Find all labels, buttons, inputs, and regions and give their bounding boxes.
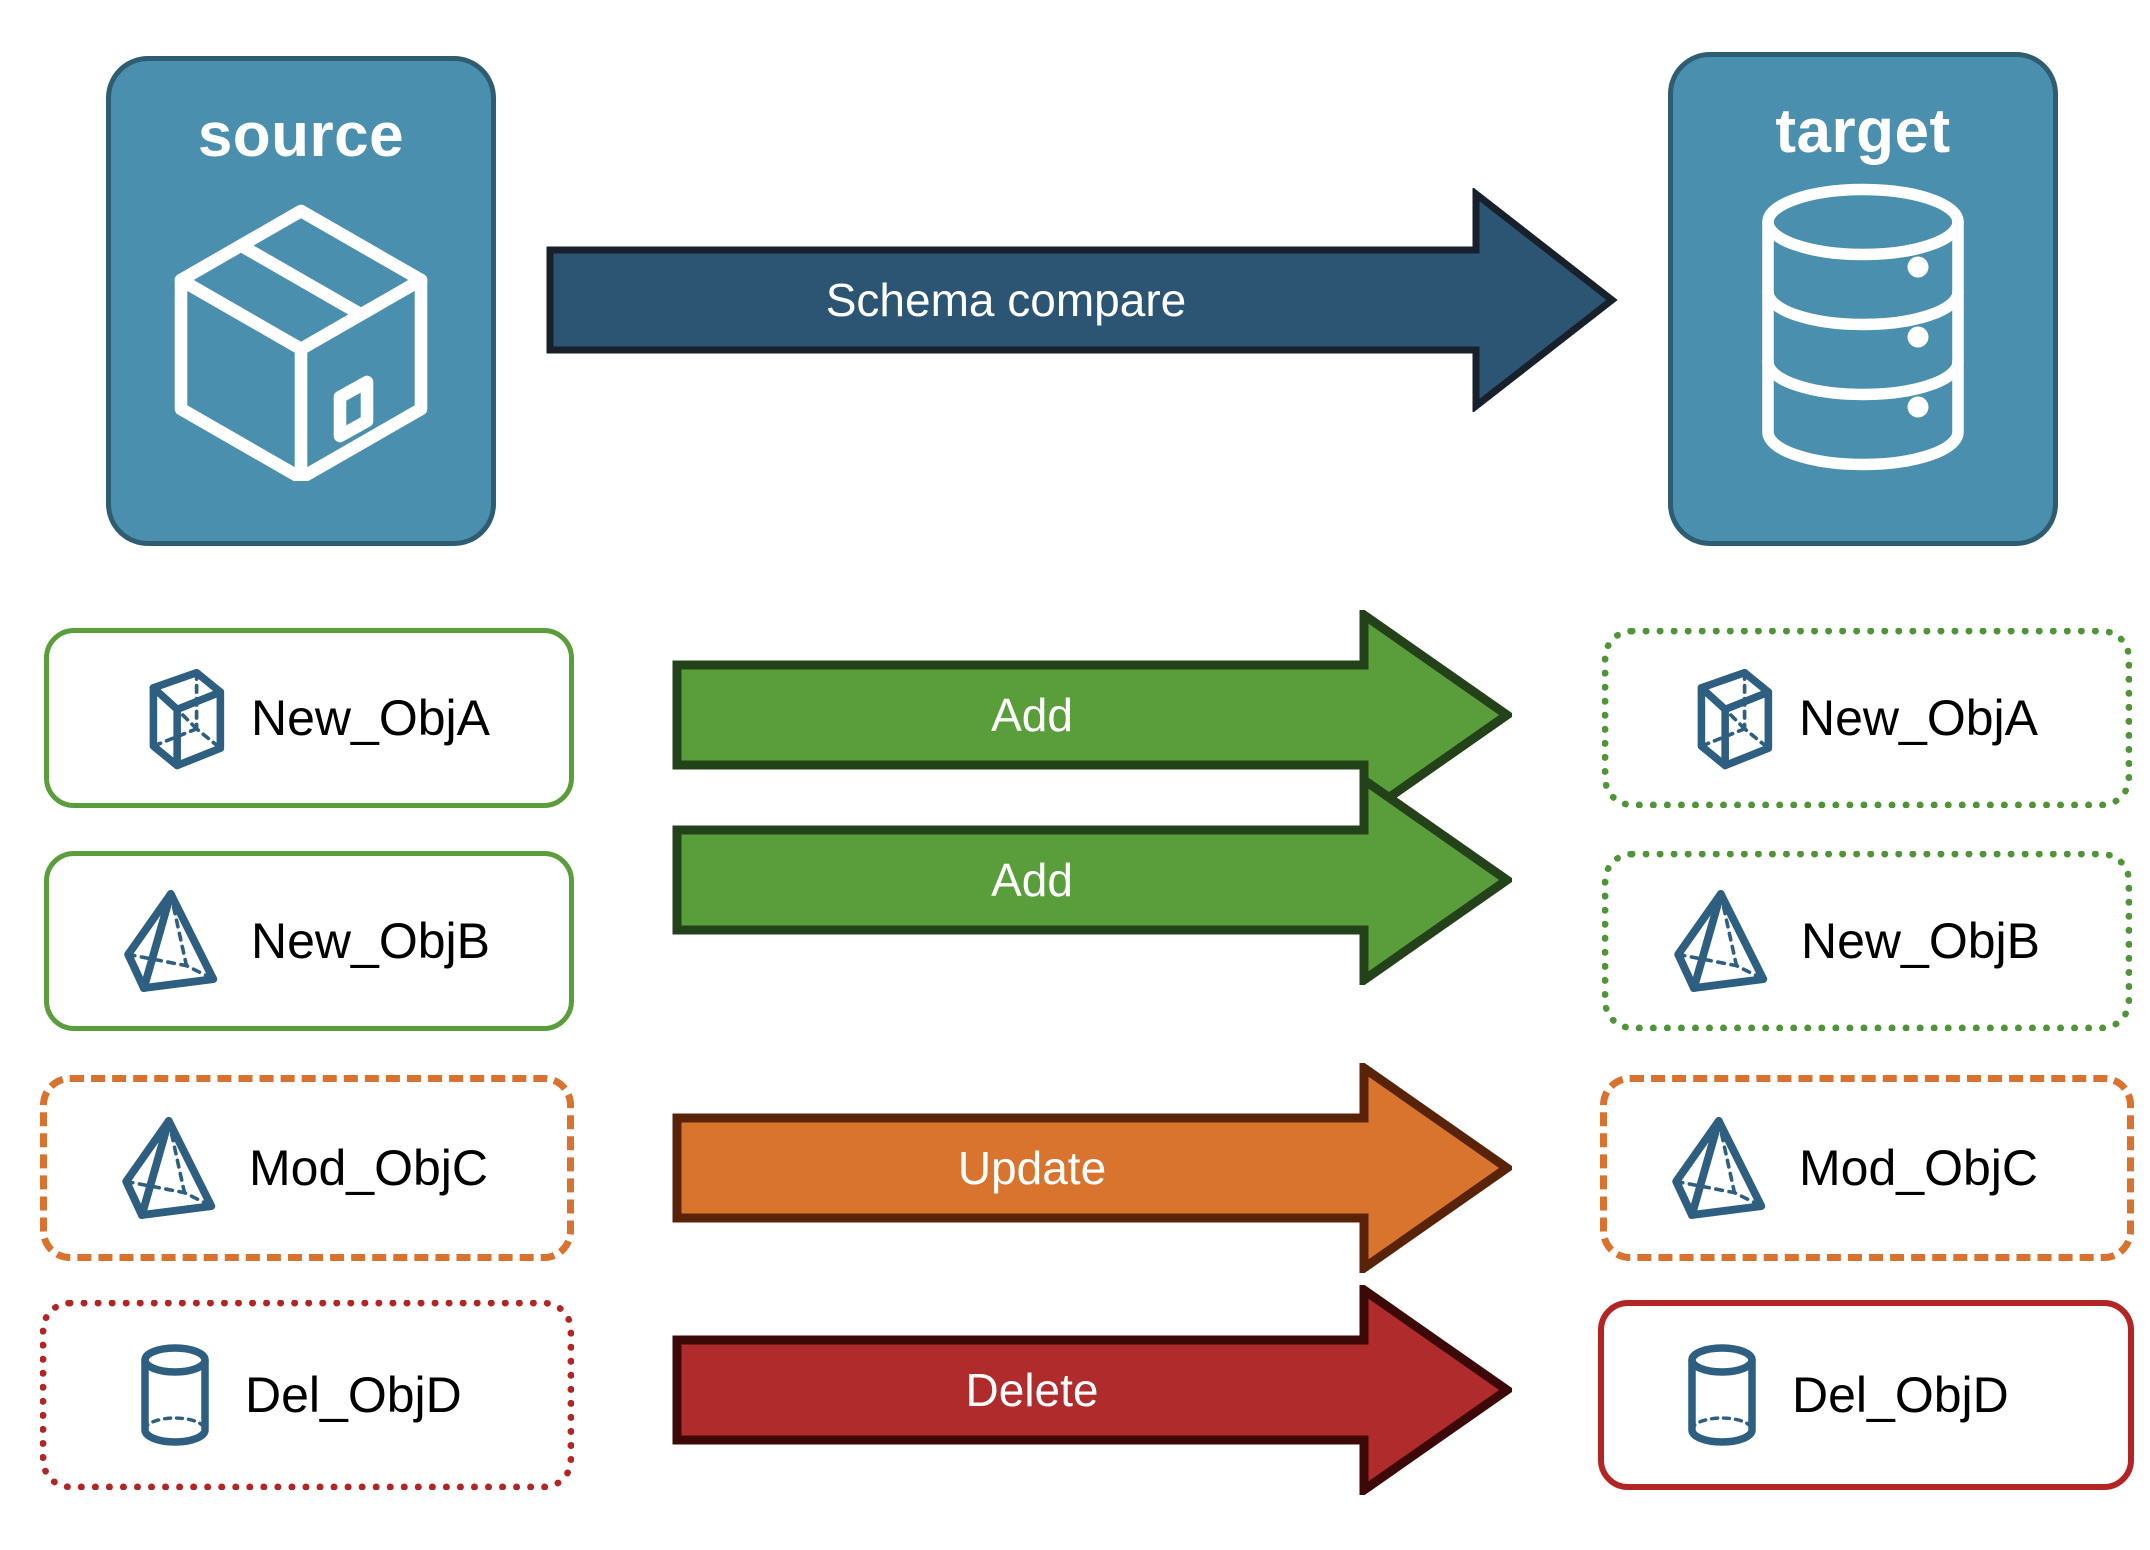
row-action-label: Add xyxy=(991,689,1073,741)
schema-compare-arrow-label: Schema compare xyxy=(825,274,1187,326)
source-object-label: Mod_ObjC xyxy=(249,1140,488,1196)
source-panel: source xyxy=(106,56,496,546)
wireframe-cylinder-icon xyxy=(1674,1340,1770,1450)
package-box-icon xyxy=(151,181,451,486)
source-object-box[interactable]: Del_ObjD xyxy=(40,1300,574,1490)
wireframe-pyramid-icon xyxy=(1665,1112,1777,1224)
target-object-label: Mod_ObjC xyxy=(1799,1140,2038,1196)
source-panel-label: source xyxy=(197,101,405,170)
row-action-arrow: Add xyxy=(672,606,1515,824)
target-object-label: Del_ObjD xyxy=(1792,1367,2009,1423)
target-object-box[interactable]: Del_ObjD xyxy=(1598,1300,2134,1490)
row-action-arrow: Add xyxy=(672,771,1515,989)
database-cylinder-icon xyxy=(1738,177,1988,482)
row-action-label: Delete xyxy=(965,1364,1099,1416)
source-object-box[interactable]: New_ObjA xyxy=(44,628,574,808)
wireframe-pyramid-icon xyxy=(117,885,229,997)
row-action-label: Update xyxy=(957,1142,1107,1194)
wireframe-cube-icon xyxy=(121,664,229,772)
wireframe-pyramid-icon xyxy=(115,1112,227,1224)
source-object-box[interactable]: New_ObjB xyxy=(44,851,574,1031)
target-panel: target xyxy=(1668,52,2058,546)
source-object-label: New_ObjB xyxy=(251,913,490,969)
wireframe-cube-icon xyxy=(1669,664,1777,772)
wireframe-cylinder-icon xyxy=(127,1340,223,1450)
schema-compare-arrow: Schema compare xyxy=(546,186,1618,414)
source-object-box[interactable]: Mod_ObjC xyxy=(40,1075,574,1261)
source-object-label: New_ObjA xyxy=(251,690,490,746)
target-object-box[interactable]: Mod_ObjC xyxy=(1600,1075,2134,1261)
target-object-label: New_ObjA xyxy=(1799,690,2038,746)
row-action-label: Add xyxy=(991,854,1073,906)
source-object-label: Del_ObjD xyxy=(245,1367,462,1423)
row-action-arrow: Update xyxy=(672,1059,1515,1277)
row-action-arrow: Delete xyxy=(672,1281,1515,1499)
target-panel-label: target xyxy=(1775,97,1951,166)
target-object-box[interactable]: New_ObjB xyxy=(1602,851,2132,1031)
target-object-box[interactable]: New_ObjA xyxy=(1602,628,2132,808)
wireframe-pyramid-icon xyxy=(1667,885,1779,997)
target-object-label: New_ObjB xyxy=(1801,913,2040,969)
